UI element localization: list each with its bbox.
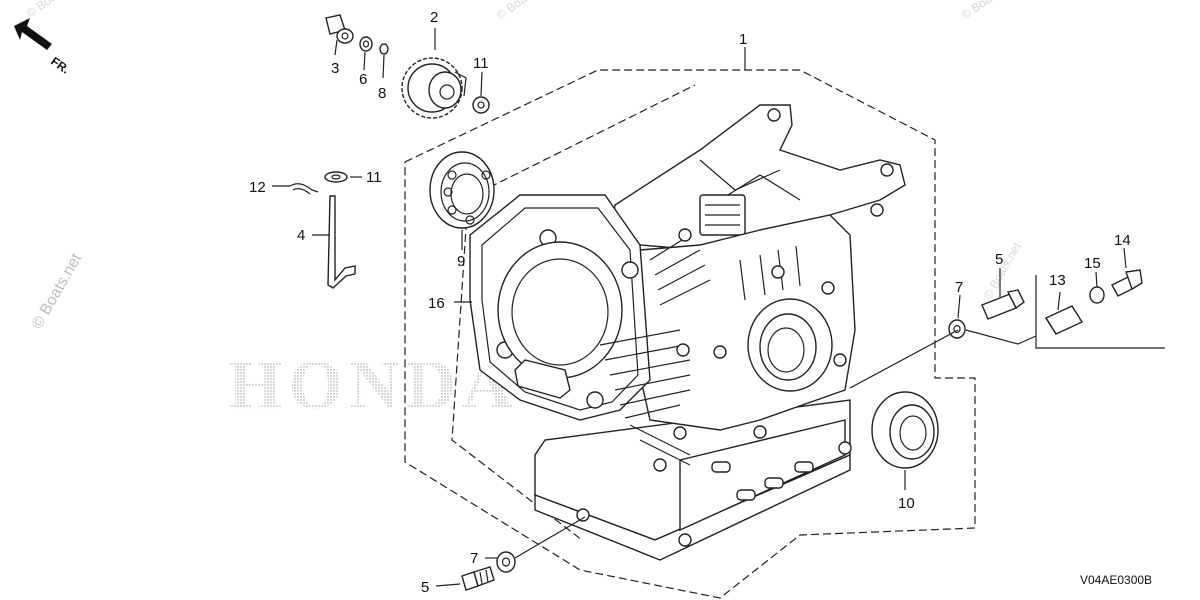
callout-16: 16 [428, 295, 445, 312]
callout-15: 15 [1084, 255, 1101, 272]
callout-12: 12 [249, 179, 266, 196]
sealing-washer-7-right-part [948, 319, 966, 339]
svg-text:© Boats.net: © Boats.net [29, 250, 86, 332]
callout-4: 4 [297, 227, 305, 244]
dowel-pin-13-part [1044, 305, 1084, 335]
drain-bolt-5-right-part [981, 289, 1025, 320]
svg-text:© Boats.net: © Boats.net [494, 0, 554, 22]
callout-13: 13 [1049, 272, 1066, 289]
sealing-washer-7-bottom-part [496, 551, 516, 573]
washer-6-part [359, 36, 373, 52]
callout-8: 8 [378, 85, 386, 102]
callout-5-bottom: 5 [421, 579, 429, 596]
oil-seal-part [871, 391, 939, 469]
callout-7-bottom: 7 [470, 550, 478, 567]
callout-1: 1 [739, 31, 747, 48]
leader-lines [272, 28, 1165, 587]
governor-gear-part [401, 57, 467, 119]
washer-15-part [1089, 286, 1105, 304]
callout-2: 2 [430, 9, 438, 26]
front-direction-label: FR. [48, 54, 72, 77]
brand-watermark: HONDA [228, 347, 519, 424]
callout-11-top: 11 [473, 55, 489, 72]
washer-11-shaft-part [324, 171, 348, 183]
callout-5-right: 5 [995, 251, 1003, 268]
callout-11-mid: 11 [366, 169, 382, 186]
svg-text:© Boats.net: © Boats.net [959, 0, 1019, 22]
cylinder-block [469, 104, 906, 561]
callout-3: 3 [331, 60, 339, 77]
washer-11-part [472, 96, 490, 114]
callout-6: 6 [359, 71, 367, 88]
svg-text:© Boats.net: © Boats.net [24, 0, 84, 20]
callout-10: 10 [898, 495, 915, 512]
figure-code: V04AE0300B [1080, 573, 1152, 587]
callout-7-right: 7 [955, 279, 963, 296]
callouts: 1 2 3 4 5 5 6 7 7 8 9 10 11 11 12 13 14 … [249, 9, 1131, 596]
governor-holder-part [325, 14, 354, 44]
pin-12-part [289, 183, 319, 195]
bolt-14-part [1111, 269, 1143, 297]
callout-14: 14 [1114, 232, 1131, 249]
drain-bolt-5-bottom-part [461, 566, 495, 591]
clip-8-part [379, 43, 389, 55]
governor-arm-shaft-part [327, 195, 356, 289]
front-direction-arrow: FR. [14, 18, 72, 77]
callout-9: 9 [457, 253, 465, 270]
ball-bearing-part [429, 151, 495, 229]
